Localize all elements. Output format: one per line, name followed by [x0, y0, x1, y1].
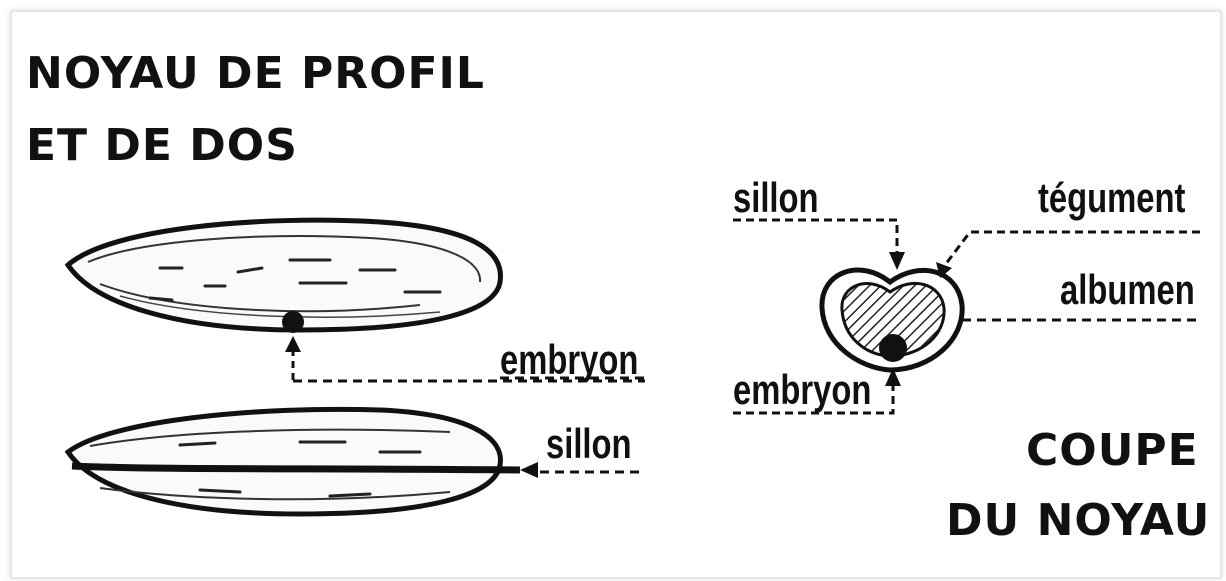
embryo-dot-section [879, 334, 907, 362]
title-section-line2: DU NOYAU [946, 495, 1210, 546]
leader-sillon-section [733, 220, 905, 270]
kernel-profile-view [68, 220, 500, 333]
label-sillon-section: sillon [733, 174, 819, 222]
kernel-cross-section [822, 270, 962, 370]
title-profile-line2: ET DE DOS [26, 120, 298, 171]
label-tegument-section: tégument [1038, 174, 1185, 222]
embryo-dot-profile [282, 311, 304, 333]
label-albumen-section: albumen [1060, 266, 1195, 314]
kernel-back-view [68, 409, 520, 514]
label-embryon-profile: embryon [500, 336, 638, 384]
title-section-line1: COUPE [1026, 425, 1199, 476]
label-sillon-back: sillon [546, 420, 632, 468]
title-profile-line1: NOYAU DE PROFIL [26, 48, 485, 99]
label-embryon-section: embryon [733, 366, 871, 414]
